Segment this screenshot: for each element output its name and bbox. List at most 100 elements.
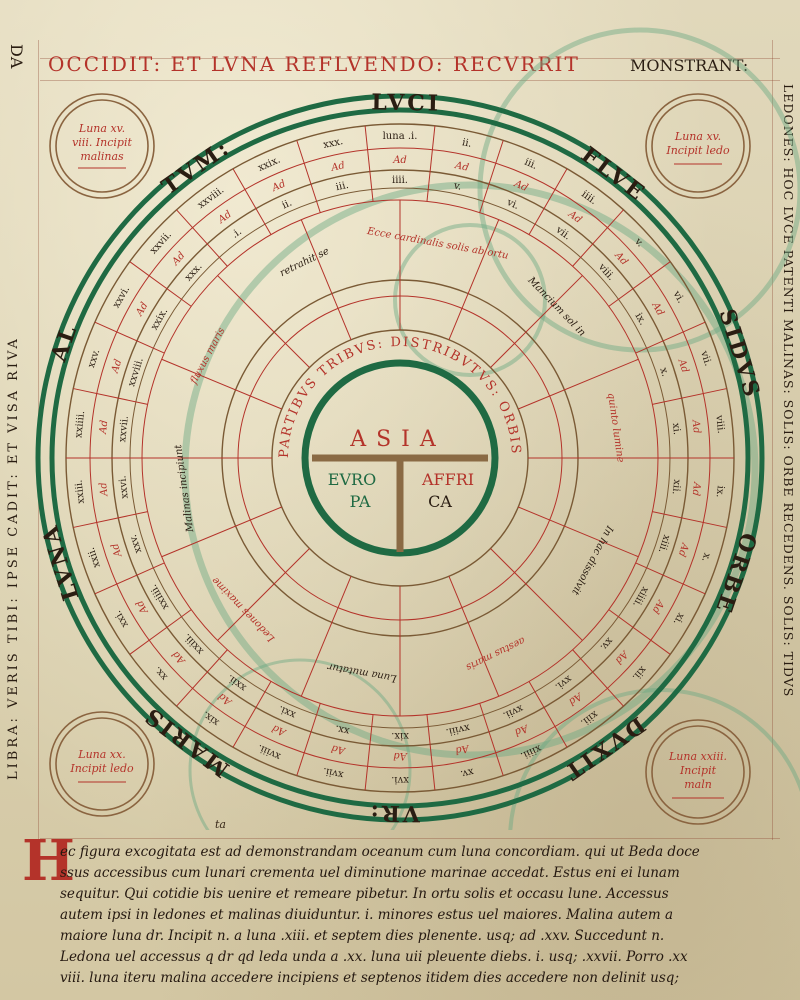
- body-line: maiore luna dr. Incipit n. a luna .xiii.…: [60, 928, 665, 944]
- day-spoke: [232, 168, 272, 235]
- sector-spoke: [490, 275, 583, 368]
- tide-mark: Ad: [270, 178, 288, 194]
- tide-mark: Ad: [649, 597, 666, 615]
- moon-day-label: xviii.: [256, 742, 282, 762]
- day-spoke: [652, 388, 727, 405]
- tide-count: xxiiii.: [148, 582, 171, 611]
- moon-day-label: vi.: [670, 288, 686, 305]
- tide-mark: Ad: [216, 690, 234, 707]
- sector-spoke: [217, 548, 310, 641]
- tide-mark: Ad: [393, 750, 408, 761]
- day-spoke: [572, 209, 624, 267]
- tide-mark: Ad: [453, 160, 470, 174]
- moon-day-label: xix.: [201, 708, 222, 727]
- moon-day-label: iii.: [523, 157, 539, 172]
- t-o-map: ASIA EVRO PA AFFRI CA: [312, 427, 488, 552]
- inner-spokes: [142, 200, 658, 716]
- africa-label-bottom: CA: [428, 492, 452, 511]
- tide-mark: Ad: [675, 357, 690, 374]
- day-spoke: [528, 681, 568, 748]
- corner-roundel-top-left: [55, 99, 149, 193]
- day-spoke: [296, 140, 321, 213]
- tide-count: v.: [452, 180, 463, 193]
- outer-green-ring: [35, 93, 765, 823]
- day-spoke: [296, 703, 321, 776]
- tide-mark: Ad: [109, 358, 124, 375]
- tide-mark: Ad: [330, 742, 347, 756]
- day-spoke: [73, 511, 148, 528]
- europa-label-top: EVRO: [328, 470, 376, 489]
- sector-note: Malinas incipiunt: [173, 443, 196, 534]
- ruling-line: [40, 80, 780, 81]
- corner-roundel-top-left: [49, 93, 155, 199]
- tide-mark: Ad: [513, 722, 531, 738]
- outer-spokes: [66, 125, 734, 791]
- moon-day-label: xxviii.: [196, 185, 226, 211]
- corner-text: Incipit ledo: [665, 144, 730, 157]
- day-spoke: [635, 321, 706, 354]
- day-spoke: [73, 388, 148, 405]
- day-spoke: [176, 209, 228, 267]
- day-spoke: [528, 168, 568, 235]
- tide-count: vi.: [504, 197, 520, 212]
- tide-count: ii.: [281, 198, 294, 212]
- tide-count: xx.: [334, 723, 350, 737]
- day-spoke: [232, 681, 272, 748]
- tide-count: xv.: [598, 635, 615, 652]
- body-line: ssus accessibus cum lunari crementa uel …: [60, 865, 680, 881]
- bleed-circle: [181, 181, 759, 759]
- outer-ring-word: LVCI: [371, 89, 441, 116]
- corner-text: viii. Incipit: [72, 136, 132, 149]
- bleed-circle: [393, 223, 547, 377]
- corner-roundel-texts: Luna xv. viii. Incipit malinas Luna xv. …: [69, 122, 730, 791]
- moon-day-label: ix.: [714, 485, 726, 498]
- moon-day-label: luna .i.: [383, 131, 418, 142]
- corner-text: Luna xv.: [674, 130, 721, 143]
- body-line: ec figura excogitata est ad demonstranda…: [60, 844, 700, 860]
- tide-count: xxi.: [277, 703, 298, 720]
- sector-spoke: [161, 358, 282, 410]
- tide-mark: Ad: [110, 542, 125, 559]
- day-spoke: [176, 649, 228, 707]
- moon-day-label: xxx.: [322, 136, 344, 151]
- day-spoke: [364, 125, 374, 202]
- day-spoke: [129, 261, 192, 307]
- moon-day-label: xxvi.: [111, 284, 132, 310]
- tidal-wheel-diagram: Luna xv. viii. Incipit malinas Luna xv. …: [35, 27, 800, 830]
- interlinear-gloss: ta: [215, 818, 226, 831]
- sector-spoke: [161, 506, 282, 558]
- corner-text: Luna xx.: [77, 748, 125, 761]
- outer-green-ring: [49, 107, 751, 809]
- tide-count: iiii.: [392, 175, 408, 186]
- sector-spoke: [300, 576, 352, 697]
- tide-count: xvi.: [553, 673, 574, 692]
- bleed-circle: [188, 658, 412, 830]
- moon-day-label: xxix.: [256, 155, 282, 175]
- outer-ring-word: LVNA: [37, 520, 85, 603]
- top-rubric: OCCIDIT: ET LVNA REFLVENDO: RECVRRIT: [48, 52, 580, 76]
- tide-mark: Ad: [134, 598, 151, 616]
- day-spoke: [635, 562, 706, 595]
- moon-day-label: vii.: [698, 349, 713, 368]
- body-text-block: ec figura excogitata est ad demonstranda…: [60, 842, 785, 989]
- day-spoke: [608, 261, 671, 307]
- moon-day-label: xii.: [630, 664, 648, 683]
- ruling-line: [40, 838, 780, 839]
- moon-day-label: xxv.: [86, 348, 102, 369]
- outer-ring-word: MARIS: [138, 701, 234, 782]
- ruling-line: [40, 58, 780, 59]
- sector-note: aestus maris: [464, 634, 527, 672]
- tide-count: xi.: [670, 422, 682, 435]
- moon-day-label: xxiii.: [74, 479, 87, 504]
- outer-ring-word: ORBE: [710, 529, 762, 618]
- day-spoke: [426, 125, 436, 202]
- tide-count: xvii.: [501, 702, 525, 721]
- corner-text: Luna xxiii.: [668, 750, 727, 763]
- moon-day-label: xxi.: [112, 608, 130, 629]
- day-spoke: [479, 140, 504, 213]
- corner-roundel-bottom-left: [55, 717, 149, 811]
- corner-roundel-top-right: [651, 99, 745, 193]
- top-right-caption: MONSTRANT:: [630, 56, 749, 75]
- moon-day-label: xx.: [152, 664, 170, 682]
- tide-count: iii.: [335, 180, 350, 193]
